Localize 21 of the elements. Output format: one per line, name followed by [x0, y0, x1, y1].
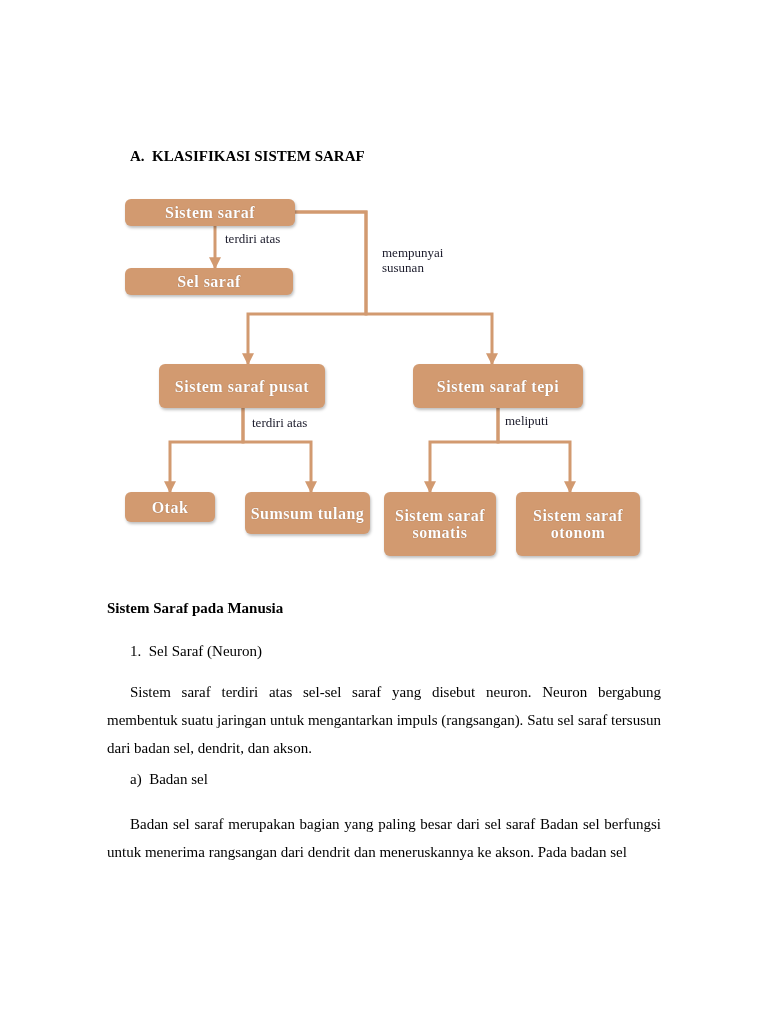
- arrow: [295, 210, 498, 366]
- category-box: Sistem saraf tepi: [413, 364, 583, 408]
- paragraph: Sistem saraf terdiri atas sel-sel saraf yang disebut neuron. Neuron bergabung membentuk suatu jaringan untuk mengantarkan impuls (rangsangan). Satu sel saraf tersusun dari badan sel, dendrit, dan akson.: [107, 683, 661, 758]
- edge-label: meliputi: [505, 413, 549, 428]
- paragraph: Badan sel saraf merupakan bagian yang paling besar dari sel saraf Badan sel berfungsi untuk menerima rangsangan dari dendrit dan meneruskannya ke akson. Pada badan sel: [107, 815, 661, 862]
- category-box: Otak: [125, 492, 215, 522]
- category-box: Sistem saraf somatis: [384, 492, 496, 556]
- category-box: Sistem saraf pusat: [159, 364, 325, 408]
- section-title: A. KLASIFIKASI SISTEM SARAF: [130, 148, 365, 165]
- arrow: [209, 226, 221, 270]
- edge-label: terdiri atas: [225, 231, 281, 246]
- arrow: [241, 408, 317, 494]
- arrow: [496, 408, 576, 494]
- section-heading: Sistem Saraf pada Manusia: [107, 599, 285, 618]
- category-box: Sel saraf: [125, 268, 293, 295]
- subheading: 1. Sel Saraf (Neuron): [130, 642, 264, 661]
- category-box: Sistem saraf: [125, 199, 295, 226]
- category-box: Sumsum tulang: [245, 492, 370, 534]
- subheading: a) Badan sel: [130, 770, 209, 789]
- edge-label: terdiri atas: [252, 415, 308, 430]
- category-box: Sistem saraf otonom: [516, 492, 640, 556]
